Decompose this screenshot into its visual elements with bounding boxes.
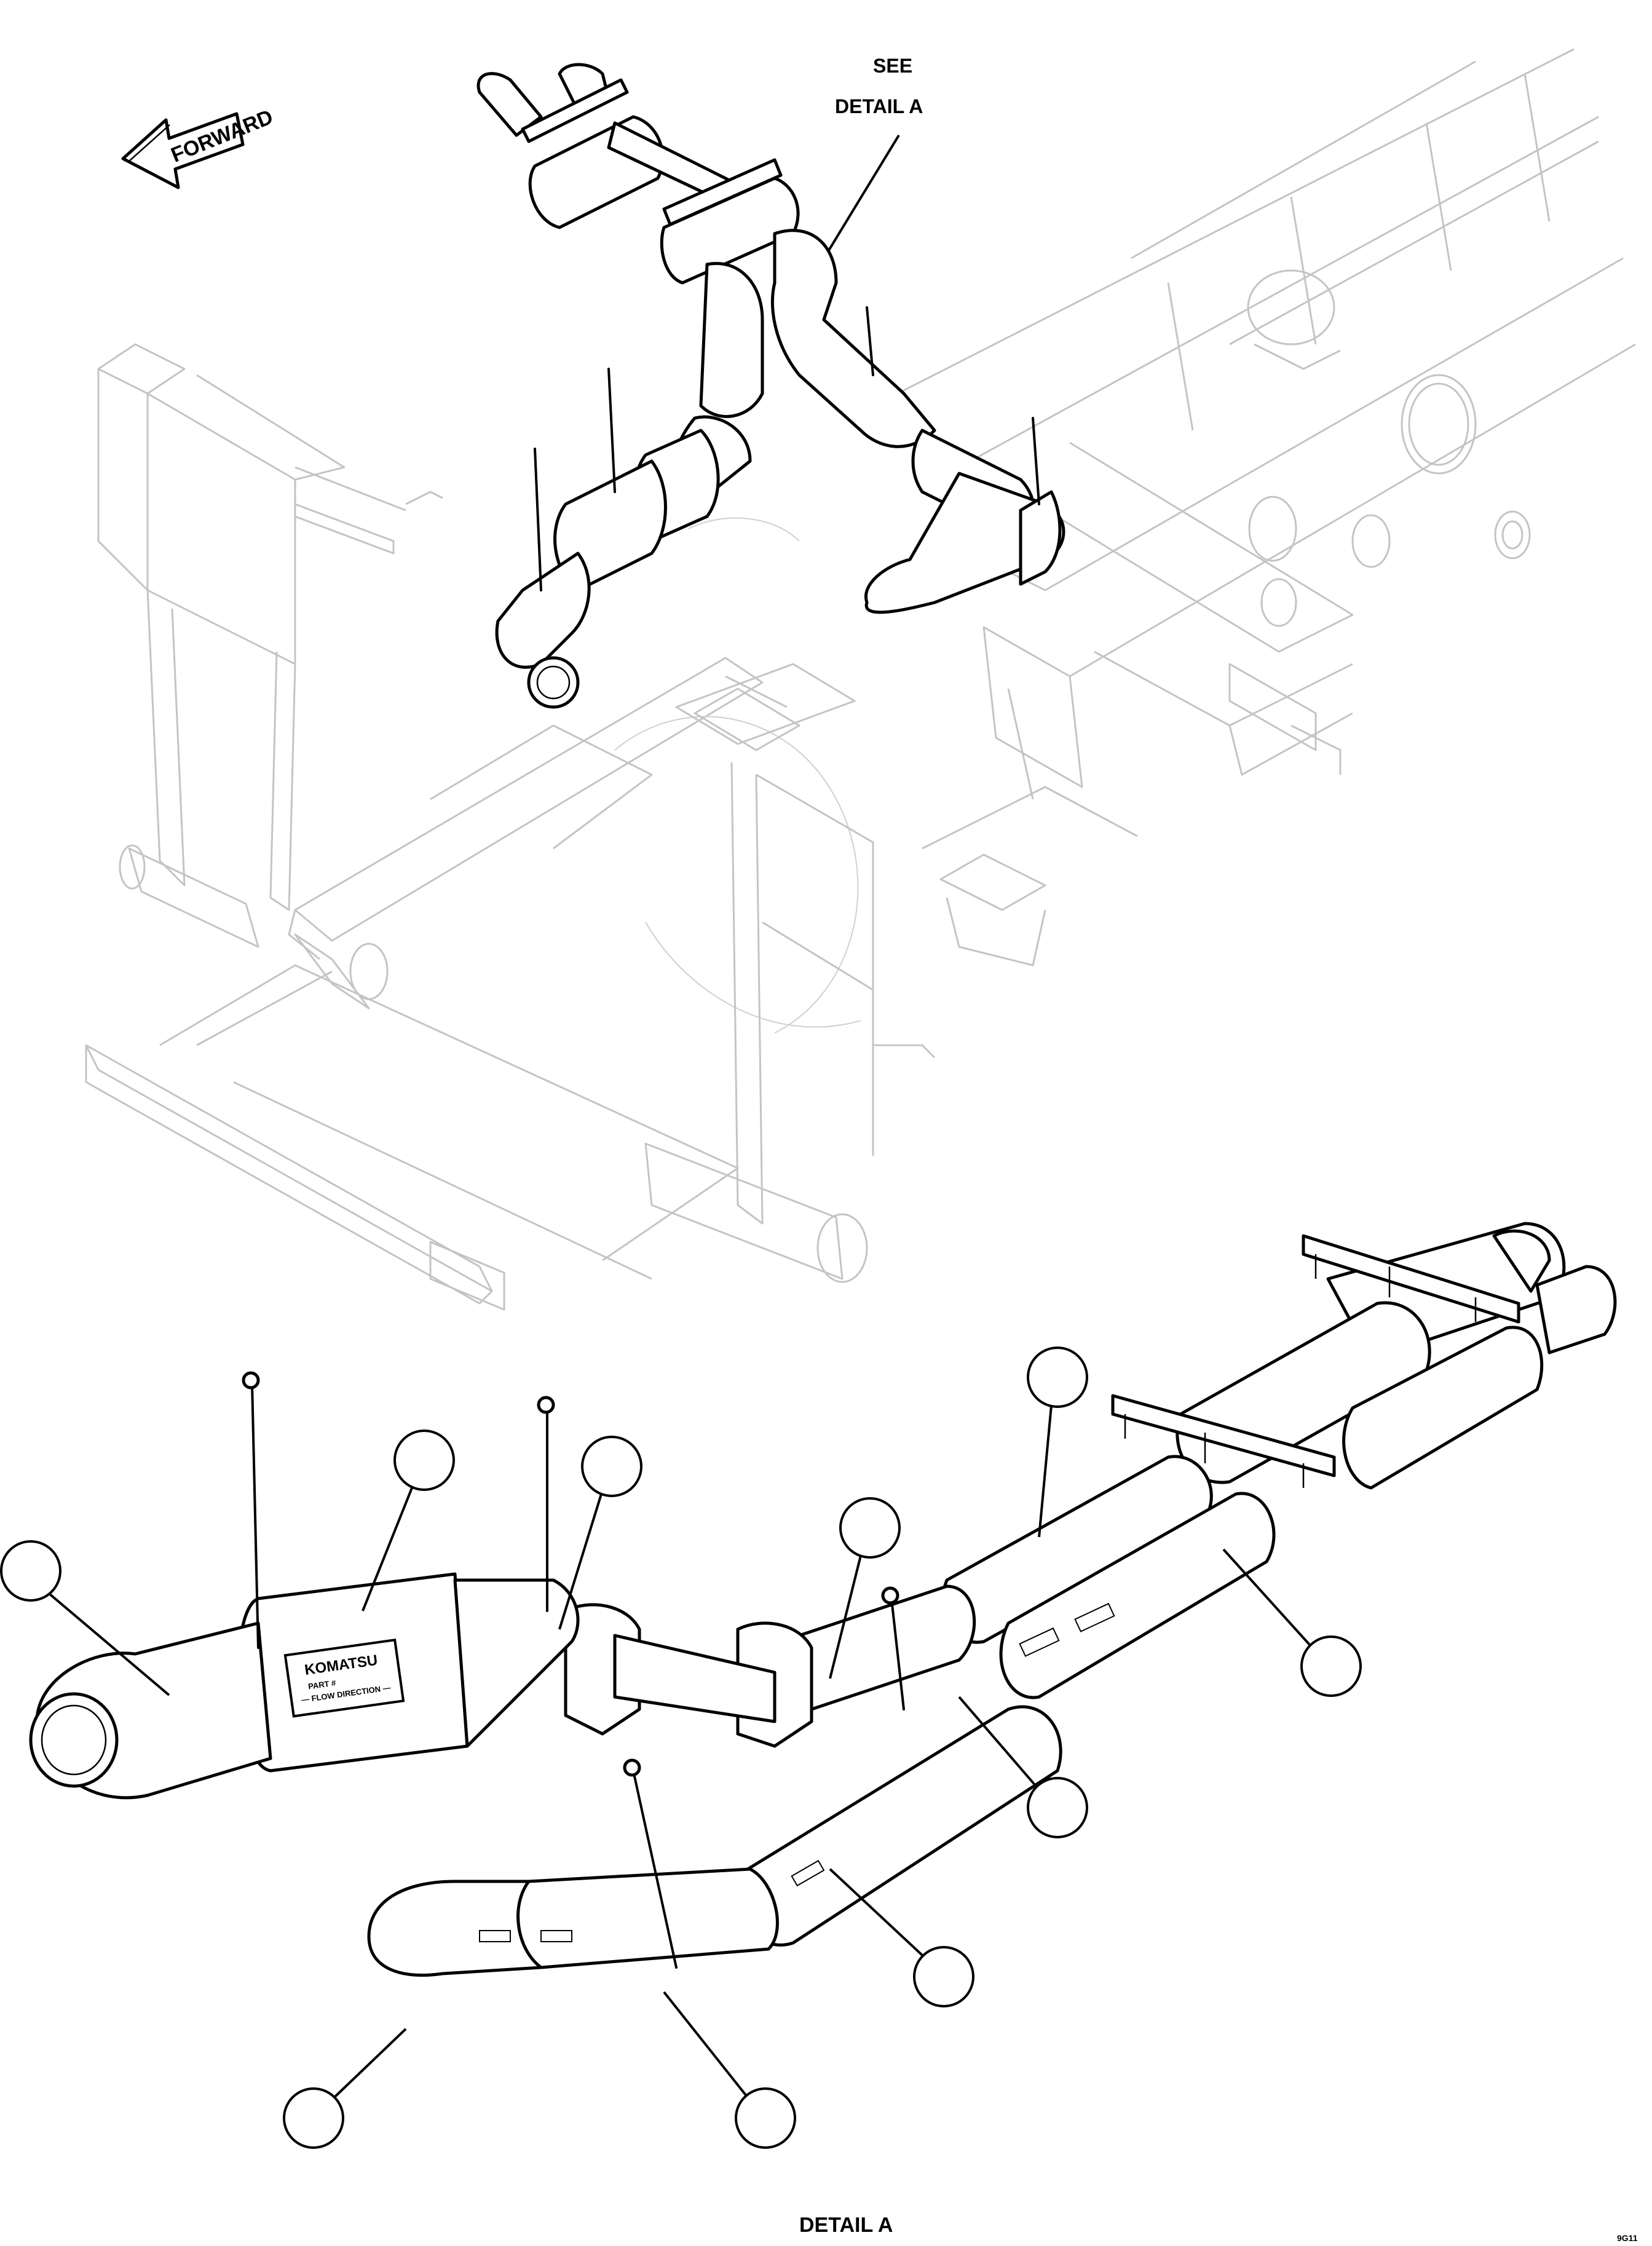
callout-see: SEE	[873, 55, 912, 77]
balloon-1	[0, 1540, 61, 1602]
balloon-4	[1027, 1346, 1088, 1408]
forward-arrow: FORWARD	[121, 105, 276, 189]
detail-a-caption: DETAIL A	[799, 2213, 893, 2237]
callout-detail-a: DETAIL A	[835, 95, 923, 117]
balloon-9	[283, 2087, 344, 2149]
detail-a-callout: SEE DETAIL A	[815, 55, 923, 272]
balloon-10	[735, 2087, 796, 2149]
balloon-3	[581, 1436, 642, 1497]
balloon-2	[393, 1429, 455, 1491]
detail-a-exhaust: KOMATSU PART # — FLOW DIRECTION —	[29, 1222, 1617, 1977]
balloon-5	[839, 1497, 901, 1559]
balloon-8	[913, 1946, 974, 2007]
komatsu-plate: KOMATSU PART # — FLOW DIRECTION —	[283, 1639, 405, 1718]
corner-code: 9G11	[1617, 2233, 1638, 2243]
balloon-7	[1027, 1777, 1088, 1838]
callout-balloons	[0, 1346, 1362, 2149]
upper-exhaust-assembly	[476, 63, 1065, 709]
truck-frame	[85, 48, 1636, 1311]
balloon-6	[1300, 1635, 1362, 1697]
plate-part: PART #	[307, 1678, 337, 1691]
